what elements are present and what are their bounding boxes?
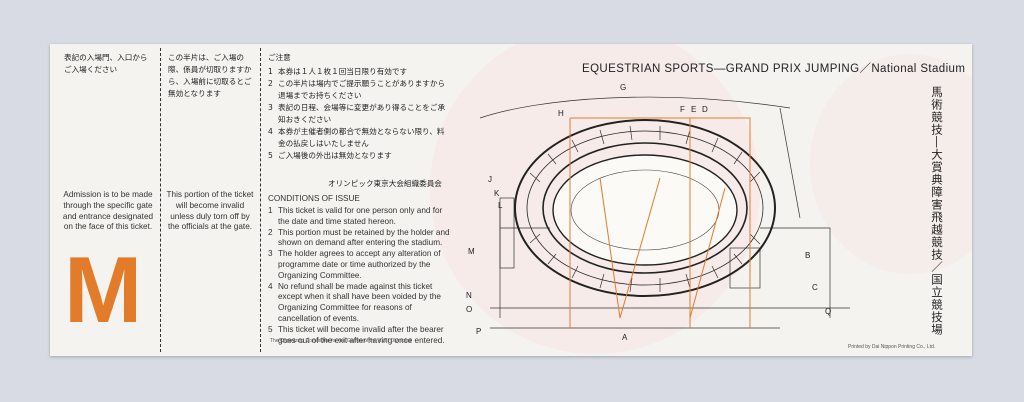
svg-text:K: K xyxy=(494,189,500,198)
svg-text:N: N xyxy=(466,291,472,300)
notes-en-org: The Organizing Committee for the Games o… xyxy=(270,338,412,344)
notes-jp-org: オリンピック東京大会組織委員会 xyxy=(328,179,442,188)
event-title-vertical: 馬術競技―大賞典障害飛越競技／国立競技場 xyxy=(930,86,944,336)
svg-text:L: L xyxy=(498,201,503,210)
svg-text:P: P xyxy=(476,327,481,336)
svg-text:F: F xyxy=(680,105,685,114)
event-header: EQUESTRIAN SPORTS—GRAND PRIX JUMPING／Nat… xyxy=(582,63,966,75)
perforation-line xyxy=(160,48,161,352)
svg-text:H: H xyxy=(558,109,564,118)
svg-text:O: O xyxy=(466,305,472,314)
stub2-jp-text: この半片は、ご入場の際、係員が切取りますから、入場前に切取るとご無効となります xyxy=(168,53,252,98)
notes-jp-title: ご注意 xyxy=(268,53,291,62)
ticket: 表記の入場門、入口からご入場ください Admission is to be ma… xyxy=(50,44,972,356)
notes-en-title: CONDITIONS OF ISSUE xyxy=(268,194,360,203)
stub2-en-text: This portion of the ticket will become i… xyxy=(166,190,254,232)
stub1-jp-text: 表記の入場門、入口からご入場ください xyxy=(64,53,148,74)
svg-text:E: E xyxy=(691,105,696,114)
stub1-en-text: Admission is to be made through the spec… xyxy=(62,190,154,232)
gate-letter: M xyxy=(64,237,143,342)
svg-text:J: J xyxy=(488,175,492,184)
svg-text:B: B xyxy=(805,251,810,260)
svg-text:C: C xyxy=(812,283,818,292)
svg-text:G: G xyxy=(620,83,626,92)
watermark-blob xyxy=(810,54,972,274)
svg-text:Q: Q xyxy=(825,307,831,316)
svg-text:A: A xyxy=(622,333,628,342)
printer-credit: Printed by Dai Nippon Printing Co., Ltd. xyxy=(848,344,936,350)
svg-text:D: D xyxy=(702,105,708,114)
svg-text:M: M xyxy=(468,247,475,256)
perforation-line xyxy=(260,48,261,352)
